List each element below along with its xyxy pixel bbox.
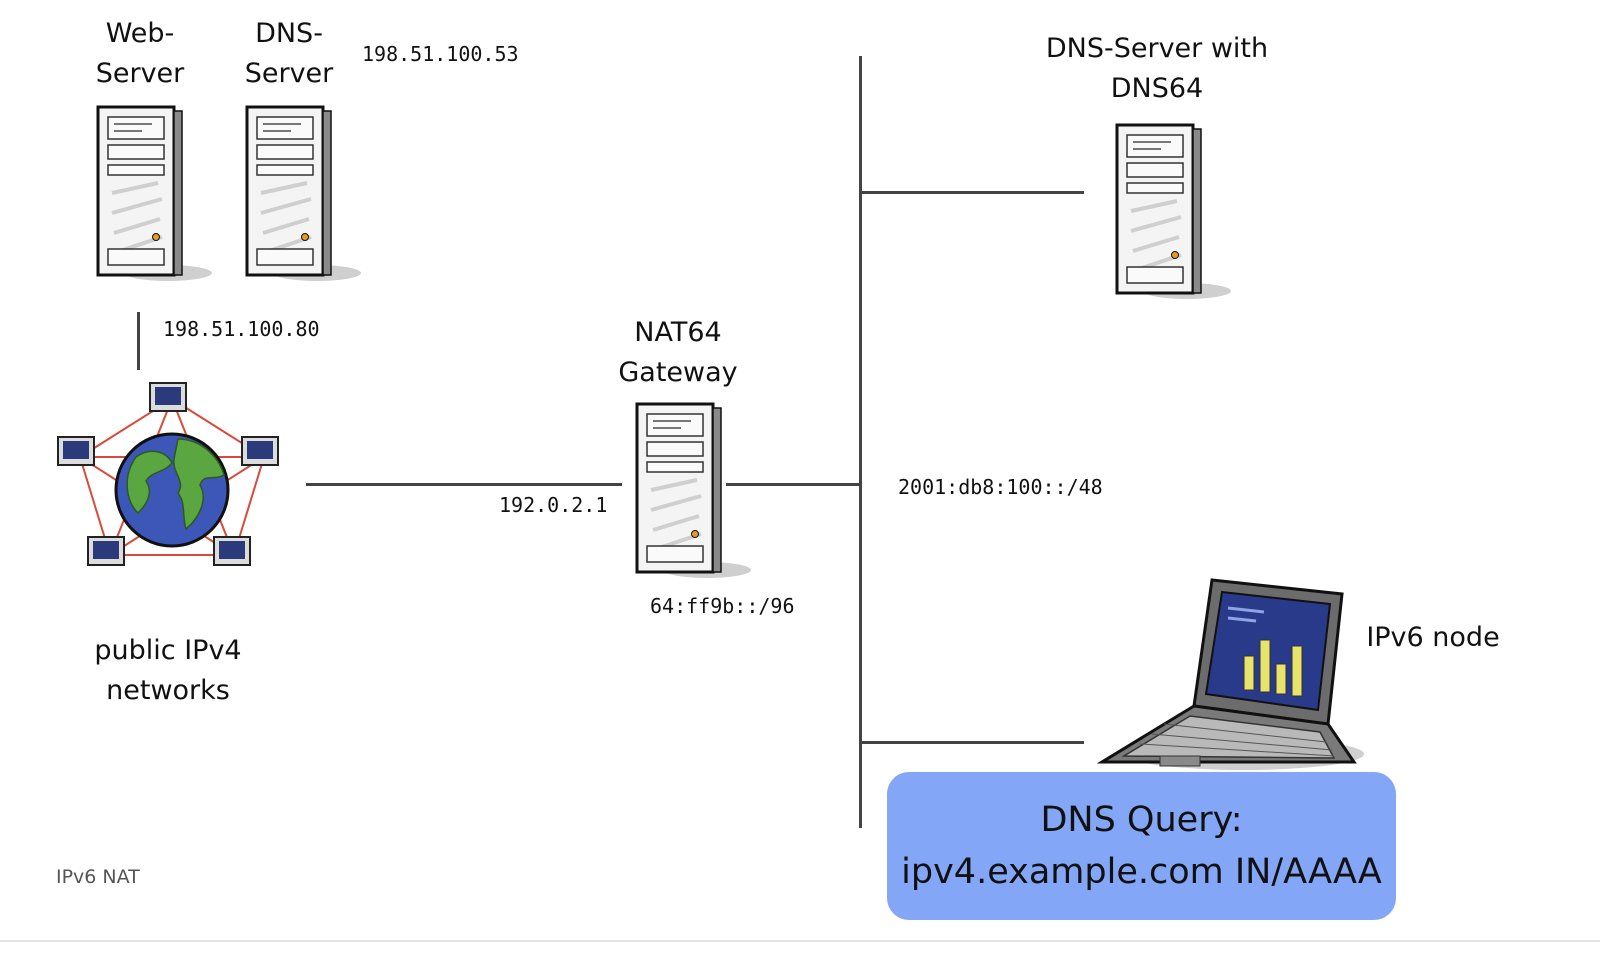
link-gateway-to-ipv6 xyxy=(726,483,860,486)
link-backbone-to-dns64 xyxy=(860,191,1084,194)
gateway-prefix: 64:ff9b::/96 xyxy=(650,594,795,618)
dns-query-box: DNS Query: ipv4.example.com IN/AAAA xyxy=(887,772,1396,920)
web-server-address: 198.51.100.80 xyxy=(163,317,320,341)
dns64-server-label: DNS-Server with DNS64 xyxy=(1017,29,1297,109)
dns-server-icon xyxy=(241,103,361,283)
dns-server-label: DNS- Server xyxy=(229,14,349,94)
dns64-server-icon xyxy=(1111,121,1231,301)
dns64-label-line1: DNS-Server with xyxy=(1045,33,1269,64)
slide-title: IPv6 NAT xyxy=(56,866,140,888)
dns64-label-line2: DNS64 xyxy=(1110,73,1204,104)
gateway-label-line1: NAT64 xyxy=(634,317,722,348)
dns-query-title: DNS Query: xyxy=(1040,800,1243,840)
dns-query-record: ipv4.example.com IN/AAAA xyxy=(901,852,1382,892)
ipv6-node-label-text: IPv6 node xyxy=(1366,622,1500,653)
gateway-label-line2: Gateway xyxy=(618,357,738,388)
ipv6-node-label: IPv6 node xyxy=(1358,618,1508,658)
link-webserver-to-ipv4 xyxy=(137,312,140,370)
nat64-gateway-icon xyxy=(631,400,751,580)
web-server-label-line2: Server xyxy=(95,58,185,89)
gateway-ipv4-address: 192.0.2.1 xyxy=(499,493,608,517)
ipv6-node-laptop-icon xyxy=(1094,574,1374,774)
web-server-label: Web- Server xyxy=(80,14,200,94)
dns-server-address: 198.51.100.53 xyxy=(362,42,519,66)
ipv6-network-prefix: 2001:db8:100::/48 xyxy=(898,475,1103,499)
ipv4-label-line1: public IPv4 xyxy=(94,635,242,666)
dns-server-label-line2: Server xyxy=(244,58,334,89)
ipv4-label-line2: networks xyxy=(106,675,230,706)
nat64-gateway-label: NAT64 Gateway xyxy=(598,313,758,393)
link-ipv4-to-gateway xyxy=(306,483,622,486)
bottom-divider xyxy=(0,940,1600,942)
dns-server-label-line1: DNS- xyxy=(255,18,323,49)
ipv4-network-globe-icon xyxy=(54,377,294,587)
web-server-icon xyxy=(92,103,212,283)
link-backbone-to-ipv6-node xyxy=(860,741,1084,744)
ipv4-networks-label: public IPv4 networks xyxy=(68,631,268,711)
ipv6-backbone xyxy=(859,56,862,828)
web-server-label-line1: Web- xyxy=(105,18,175,49)
